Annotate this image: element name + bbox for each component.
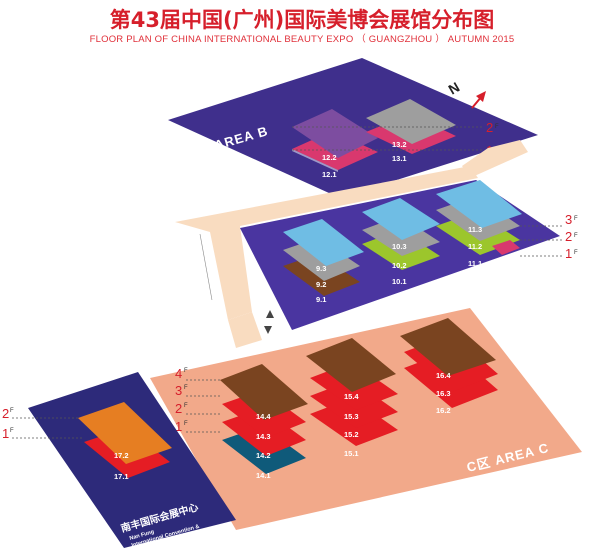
floor-c-4-label: 4 [175, 366, 182, 381]
floor-n-1-f: F [10, 428, 14, 434]
hall-11-3[interactable] [436, 180, 522, 228]
floor-n-1-label: 1 [2, 426, 9, 441]
hall-14-4-label: 14.4 [256, 412, 271, 421]
floor-c-1-f: F [184, 421, 188, 427]
floor-c-1-label: 1 [175, 419, 182, 434]
hall-9-1-label: 9.1 [316, 295, 326, 304]
hall-12-1-label: 12.1 [322, 170, 337, 179]
hall-10-3-label: 10.3 [392, 242, 407, 251]
floor-b-2-f: F [495, 124, 499, 130]
hall-12-2[interactable] [292, 109, 378, 158]
hall-15-1-label: 15.1 [344, 449, 359, 458]
hall-13-2-label: 13.2 [392, 140, 407, 149]
building-13: 13.2 13.1 [366, 99, 456, 163]
hall-10-1-label: 10.1 [392, 277, 407, 286]
north-arrow-icon [476, 91, 486, 102]
floor-a-3-f: F [574, 216, 578, 222]
hall-10-2-label: 10.2 [392, 261, 407, 270]
floor-n-2-label: 2 [2, 406, 9, 421]
building-16: 16.4 16.3 16.2 [400, 318, 498, 415]
hall-14-1-label: 14.1 [256, 471, 271, 480]
hall-14-3-label: 14.3 [256, 432, 271, 441]
hall-13-1-label: 13.1 [392, 154, 407, 163]
building-10: 10.3 10.2 10.1 [362, 198, 440, 286]
floor-c-3-f: F [184, 385, 188, 391]
floor-b-2-label: 2 [486, 120, 493, 135]
building-17: 17.2 17.1 [78, 402, 172, 481]
floor-a-2-f: F [574, 233, 578, 239]
hall-15-4[interactable] [306, 338, 396, 392]
hall-14-2-label: 14.2 [256, 451, 271, 460]
building-15: 15.4 15.3 15.2 15.1 [306, 338, 398, 458]
floor-a-2-label: 2 [565, 229, 572, 244]
building-14: 14.4 14.3 14.2 14.1 [220, 364, 308, 480]
hall-16-4-label: 16.4 [436, 371, 451, 380]
floor-a-1-label: 1 [565, 246, 572, 261]
building-12: 12.1 12.2 [292, 109, 378, 179]
hall-17-1-label: 17.1 [114, 472, 129, 481]
hall-15-4-label: 15.4 [344, 392, 359, 401]
floor-a-1-f: F [574, 250, 578, 256]
floor-c-3-label: 3 [175, 383, 182, 398]
building-9: 9.3 9.2 9.1 [283, 219, 364, 304]
building-11: 11.3 11.2 11.1 [436, 180, 522, 268]
hall-11-1-label: 11.1 [468, 259, 482, 268]
floor-n-2-f: F [10, 408, 14, 414]
hall-14-4[interactable] [220, 364, 308, 420]
floor-c-2-label: 2 [175, 401, 182, 416]
compass-label: N [446, 79, 463, 98]
hall-10-3[interactable] [362, 198, 440, 240]
floor-a-3-label: 3 [565, 212, 572, 227]
hall-12-2-label: 12.2 [322, 153, 337, 162]
hall-9-3[interactable] [283, 219, 364, 266]
hall-15-3-label: 15.3 [344, 412, 359, 421]
hall-11-2-label: 11.2 [468, 242, 482, 251]
hall-16-3-label: 16.3 [436, 389, 451, 398]
walkway [175, 140, 528, 348]
hall-9-2-label: 9.2 [316, 280, 326, 289]
hall-9-3-label: 9.3 [316, 264, 326, 273]
page-title: 第43届中国(广州)国际美博会展馆分布图 [109, 8, 495, 32]
hall-15-2-label: 15.2 [344, 430, 359, 439]
hall-17-2[interactable] [78, 402, 172, 464]
nanfeng-name-en-3: Exhibition Center [133, 537, 179, 549]
floor-c-2-f: F [184, 403, 188, 409]
page-subtitle: FLOOR PLAN OF CHINA INTERNATIONAL BEAUTY… [89, 34, 515, 45]
floor-c-4-f: F [184, 368, 188, 374]
hall-16-4[interactable] [400, 318, 496, 376]
hall-17-2-label: 17.2 [114, 451, 129, 460]
hall-13-2[interactable] [366, 99, 456, 144]
hall-16-2-label: 16.2 [436, 406, 451, 415]
hall-11-3-label: 11.3 [468, 225, 482, 234]
